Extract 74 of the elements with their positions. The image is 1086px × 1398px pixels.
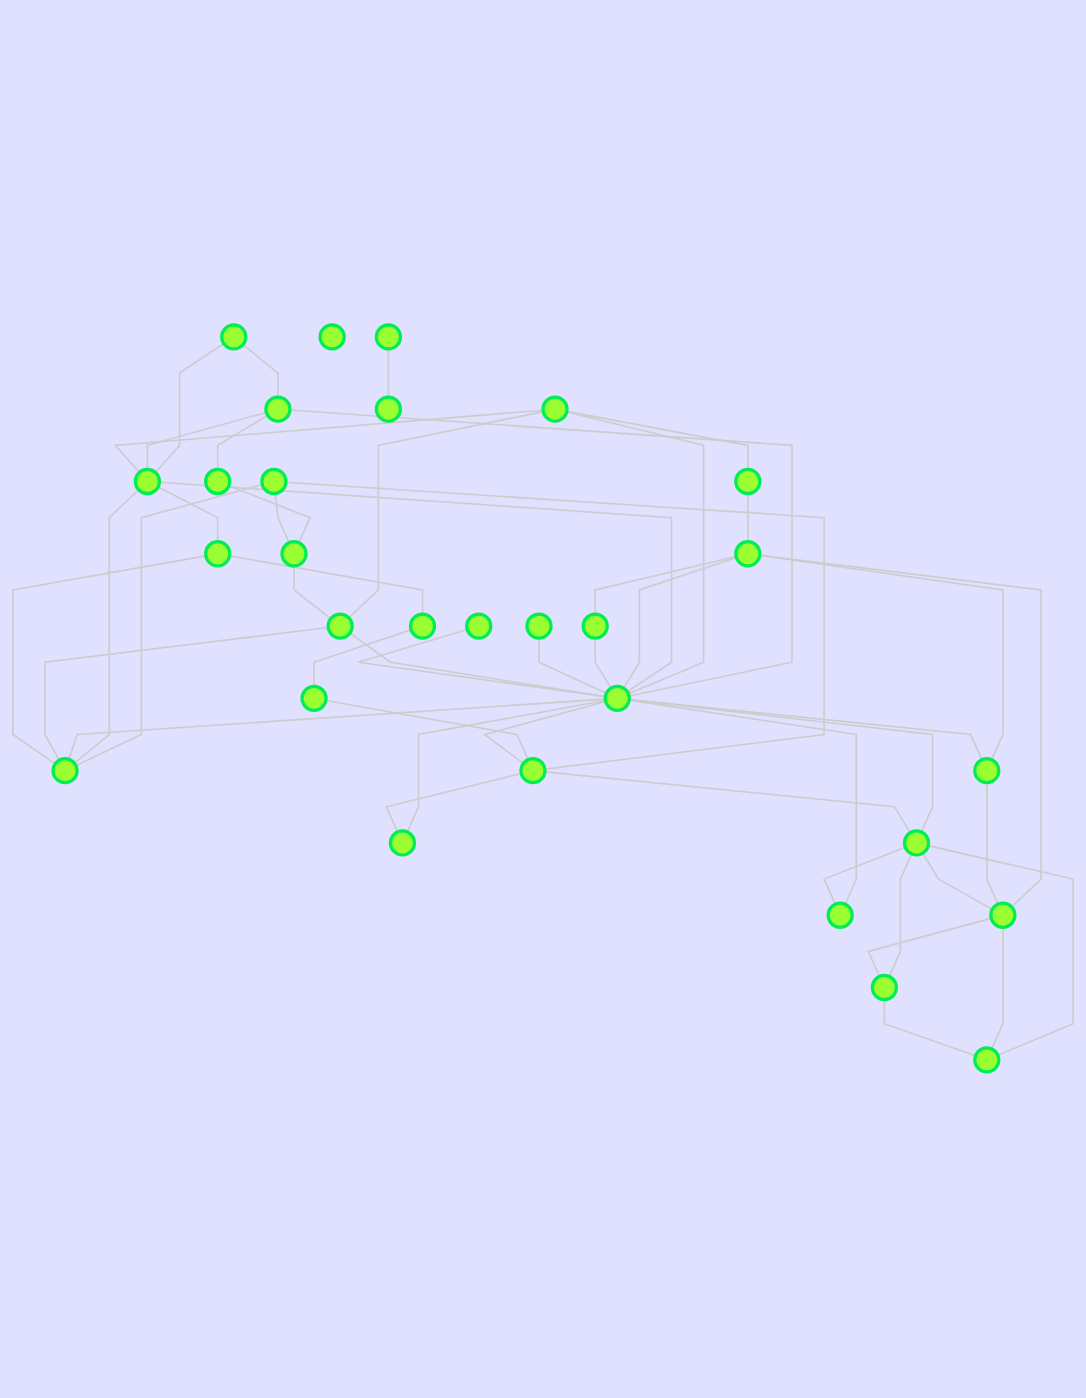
connector <box>113 410 544 474</box>
node-circle <box>374 323 403 352</box>
node-circle <box>408 613 437 641</box>
connector <box>385 773 523 834</box>
node-circle <box>902 829 931 858</box>
node-circle <box>264 396 292 424</box>
node-circle <box>603 685 631 713</box>
connector <box>313 629 412 688</box>
node-circle <box>734 540 762 569</box>
node-circle <box>989 902 1017 930</box>
connector <box>747 493 749 544</box>
connector <box>628 699 983 762</box>
connector <box>216 415 269 471</box>
node-circle <box>326 613 354 641</box>
connector <box>157 486 219 544</box>
node-circle <box>318 323 346 352</box>
connector <box>348 411 545 620</box>
node-circle <box>541 396 569 424</box>
node-circle <box>260 468 288 496</box>
node-circle <box>525 613 553 641</box>
node-circle <box>220 323 248 352</box>
node-circle <box>465 613 493 641</box>
connector <box>68 699 607 761</box>
connector <box>622 557 738 690</box>
connector <box>883 999 977 1058</box>
connector <box>565 411 705 696</box>
connector <box>867 918 993 978</box>
node-circle <box>133 468 162 496</box>
connector <box>823 847 907 906</box>
connector <box>387 348 390 399</box>
connector <box>888 853 913 978</box>
connector <box>759 555 1042 909</box>
node-circle <box>388 829 417 858</box>
node-circle <box>973 1046 1001 1075</box>
connector <box>566 411 749 471</box>
connector <box>986 782 999 906</box>
connector <box>154 343 225 474</box>
connector <box>228 485 312 545</box>
node-circle <box>204 540 232 569</box>
connector <box>538 637 608 695</box>
connector <box>146 412 268 471</box>
node-circle <box>973 757 1001 785</box>
connector <box>927 845 1074 1057</box>
connector <box>274 493 290 545</box>
connector <box>406 700 607 834</box>
connector <box>75 484 264 767</box>
node-circle <box>870 974 899 1002</box>
node-circle <box>280 540 308 569</box>
connector <box>293 565 332 621</box>
node-circle <box>300 685 328 713</box>
connector <box>44 627 330 762</box>
node-circle <box>204 468 232 496</box>
connector <box>594 556 737 616</box>
node-circle <box>826 902 854 930</box>
node-circle <box>51 757 79 785</box>
connector <box>12 555 207 766</box>
connector <box>73 489 140 765</box>
connector <box>594 637 612 690</box>
connector <box>482 701 607 765</box>
connector <box>990 927 1004 1051</box>
connector <box>628 700 858 906</box>
connector <box>289 409 793 698</box>
node-circle <box>734 468 762 496</box>
node-circle <box>519 757 547 785</box>
connector <box>228 555 424 616</box>
connector <box>544 771 912 835</box>
connector <box>922 853 994 911</box>
connector <box>758 555 1004 762</box>
connector <box>242 344 279 399</box>
node-circle <box>374 396 403 424</box>
connector <box>325 700 529 762</box>
node-circle <box>581 613 609 641</box>
connector <box>285 482 825 771</box>
connector <box>158 482 673 694</box>
